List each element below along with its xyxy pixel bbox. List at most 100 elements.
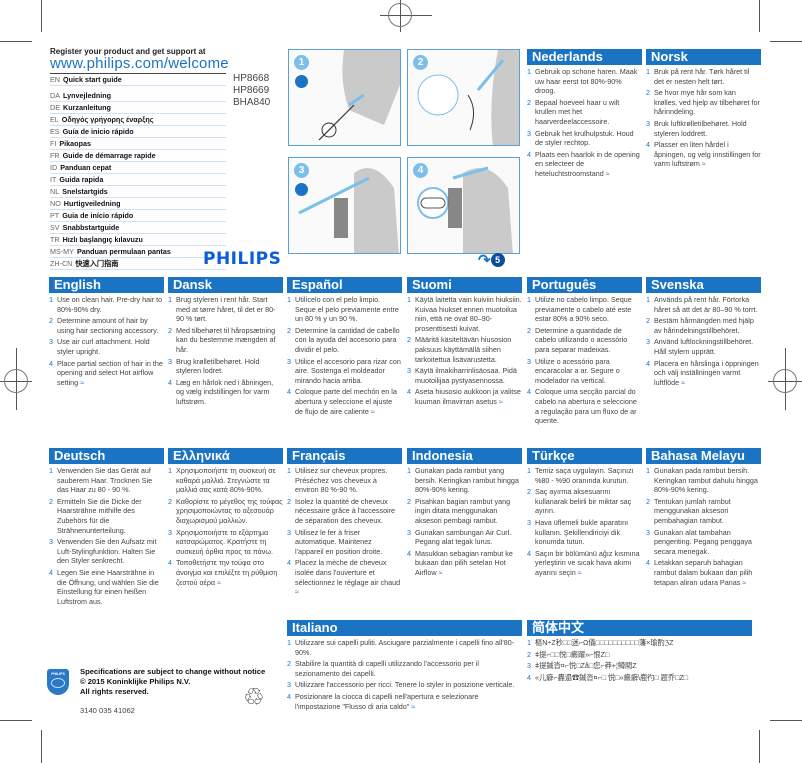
recycle-icon: ♲ <box>243 684 265 711</box>
hot-airflow-icon: ≈ <box>577 569 582 577</box>
next-page-indicator: ↷ 5 <box>478 251 505 269</box>
step-number-badge: 2 <box>413 55 428 70</box>
section-title: Bahasa Melayu <box>646 448 761 464</box>
hot-airflow-icon: ≈ <box>295 589 299 597</box>
hot-airflow-icon: ≈ <box>498 398 503 406</box>
section-title: Ελληνικά <box>168 448 283 464</box>
philips-shield-logo: PHILIPS <box>47 669 69 695</box>
hot-airflow-icon: ≈ <box>370 408 375 416</box>
section-title: Indonesia <box>407 448 522 464</box>
section-title: Suomi <box>407 277 522 293</box>
section-title: Español <box>287 277 402 293</box>
section-title: English <box>49 277 164 293</box>
section-title: Nederlands <box>527 49 642 65</box>
section-title: Português <box>527 277 642 293</box>
illustration-step-1: 1 <box>288 49 401 146</box>
section-title: Italiano <box>287 620 522 636</box>
hot-airflow-icon: ≈ <box>681 379 686 387</box>
hot-airflow-icon: ≈ <box>605 170 610 178</box>
curling-illustration-icon <box>417 166 513 253</box>
illustration-step-3: 3 <box>288 157 401 254</box>
page-number-badge: 5 <box>490 253 505 267</box>
step-number-badge: 3 <box>294 163 309 178</box>
registration-mark <box>773 369 797 393</box>
crop-mark <box>41 730 42 763</box>
part-number: 3140 035 41062 <box>80 706 135 715</box>
registration-mark <box>388 3 412 27</box>
legal-text: Specifications are subject to change wit… <box>80 667 266 696</box>
hot-airflow-icon: ≈ <box>742 579 747 587</box>
hot-airflow-icon: ≈ <box>411 703 416 711</box>
hair-dryer-illustration-icon <box>318 50 400 141</box>
step-item: 4«儿癖⌐轟遢☎鍼沓¤⌐□ 悦□«癜癖\鹿彴□ 题乔□Z□ <box>527 672 689 682</box>
support-url[interactable]: www.philips.com/welcome <box>50 55 229 72</box>
section-title: Türkçe <box>527 448 642 464</box>
crop-mark <box>759 730 760 763</box>
registration-mark <box>4 369 28 393</box>
